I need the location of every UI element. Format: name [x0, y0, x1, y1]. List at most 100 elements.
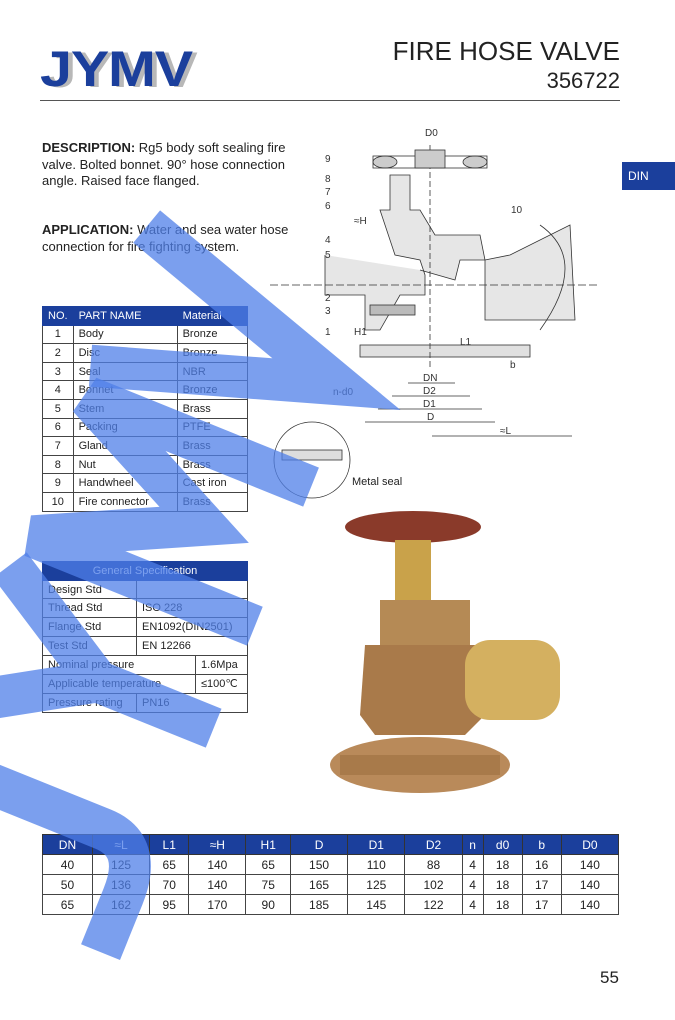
- label-L: ≈L: [500, 426, 511, 437]
- table-cell: 9: [42, 473, 74, 493]
- spec-value: [136, 579, 248, 600]
- spec-value: EN1092(DIN2501): [136, 617, 248, 638]
- table-cell: 140: [560, 874, 620, 895]
- table-cell: 65: [149, 854, 190, 875]
- table-cell: 18: [482, 874, 523, 895]
- spec-value: 1.6Mpa: [195, 655, 248, 676]
- dims-header: ≈H: [188, 834, 247, 855]
- label-2: 2: [325, 293, 331, 304]
- table-cell: Bronze: [176, 380, 249, 400]
- application-label: APPLICATION:: [42, 222, 134, 237]
- label-D: D: [427, 412, 434, 423]
- table-cell: 65: [42, 894, 93, 915]
- table-cell: 17: [521, 894, 562, 915]
- dimension-lines: [365, 382, 572, 437]
- table-cell: PTFE: [176, 417, 249, 438]
- valve-section-drawing: D0 9 8 7 6 ≈H 10 4 5 2 3 1 H1 L1 b n-d0 …: [270, 128, 600, 499]
- table-cell: 125: [91, 854, 151, 875]
- table-cell: Brass: [176, 436, 249, 456]
- table-cell: 145: [347, 894, 406, 915]
- label-n-d0: n-d0: [333, 387, 353, 398]
- table-cell: 122: [404, 894, 463, 915]
- table-row: Design Std: [42, 579, 248, 600]
- dims-header: D0: [560, 834, 620, 855]
- table-cell: 10: [42, 491, 74, 512]
- spec-value: ≤100℃: [195, 674, 248, 694]
- label-L1: L1: [460, 337, 472, 348]
- drawing-body: [270, 145, 600, 370]
- page-title: FIRE HOSE VALVE: [392, 36, 620, 66]
- table-cell: 102: [404, 874, 463, 895]
- table-cell: 4: [461, 854, 484, 875]
- table-cell: 170: [188, 894, 247, 915]
- dims-header: d0: [482, 834, 523, 855]
- table-row: Applicable temperature≤100℃: [42, 674, 248, 694]
- handwheel: [345, 511, 481, 543]
- description-label: DESCRIPTION:: [42, 140, 136, 155]
- parts-header: PART NAME: [72, 306, 178, 326]
- table-cell: Gland: [72, 436, 178, 456]
- table-cell: 150: [289, 854, 349, 875]
- table-cell: Packing: [72, 417, 178, 438]
- table-cell: 140: [188, 854, 247, 875]
- label-H1: H1: [354, 327, 367, 338]
- table-cell: Stem: [72, 398, 178, 419]
- table-cell: 70: [149, 874, 190, 895]
- table-cell: Body: [72, 324, 178, 345]
- label-7: 7: [325, 187, 331, 198]
- table-cell: 165: [289, 874, 349, 895]
- spec-value: PN16: [136, 692, 248, 713]
- table-cell: 88: [404, 854, 463, 875]
- table-cell: Fire connector: [72, 491, 178, 512]
- label-DN: DN: [423, 373, 437, 384]
- table-cell: Brass: [176, 398, 249, 419]
- table-cell: 65: [245, 854, 291, 875]
- table-cell: 90: [245, 894, 291, 915]
- dims-header: H1: [245, 834, 291, 855]
- spec-label: Applicable temperature: [42, 674, 196, 694]
- page-number: 55: [600, 968, 619, 987]
- table-cell: 110: [347, 854, 406, 875]
- din-tab[interactable]: DIN: [622, 162, 675, 190]
- spec-label: Thread Std: [42, 598, 137, 619]
- label-H: ≈H: [354, 216, 367, 227]
- table-cell: 140: [560, 894, 620, 915]
- label-1: 1: [325, 327, 331, 338]
- table-cell: 4: [461, 874, 484, 895]
- table-cell: 140: [188, 874, 247, 895]
- table-cell: 140: [560, 854, 620, 875]
- table-cell: 185: [289, 894, 349, 915]
- table-cell: 4: [461, 894, 484, 915]
- label-D0: D0: [425, 128, 438, 139]
- dims-header: D1: [347, 834, 406, 855]
- label-4: 4: [325, 235, 331, 246]
- product-code: 356722: [546, 68, 620, 93]
- application: APPLICATION: Water and sea water hose co…: [42, 222, 304, 255]
- table-cell: 50: [42, 874, 93, 895]
- dims-header: DN: [42, 834, 93, 855]
- spec-value: ISO 228: [136, 598, 248, 619]
- spec-label: Pressure rating: [42, 692, 137, 713]
- table-cell: 40: [42, 854, 93, 875]
- table-cell: 16: [521, 854, 562, 875]
- table-cell: 136: [91, 874, 151, 895]
- dims-header: L1: [149, 834, 190, 855]
- header-divider: [40, 100, 620, 101]
- parts-header: NO.: [42, 306, 74, 326]
- spec-label: Flange Std: [42, 617, 137, 638]
- table-cell: Disc: [72, 343, 178, 363]
- label-D1: D1: [423, 399, 436, 410]
- spec-label: Test Std: [42, 636, 137, 657]
